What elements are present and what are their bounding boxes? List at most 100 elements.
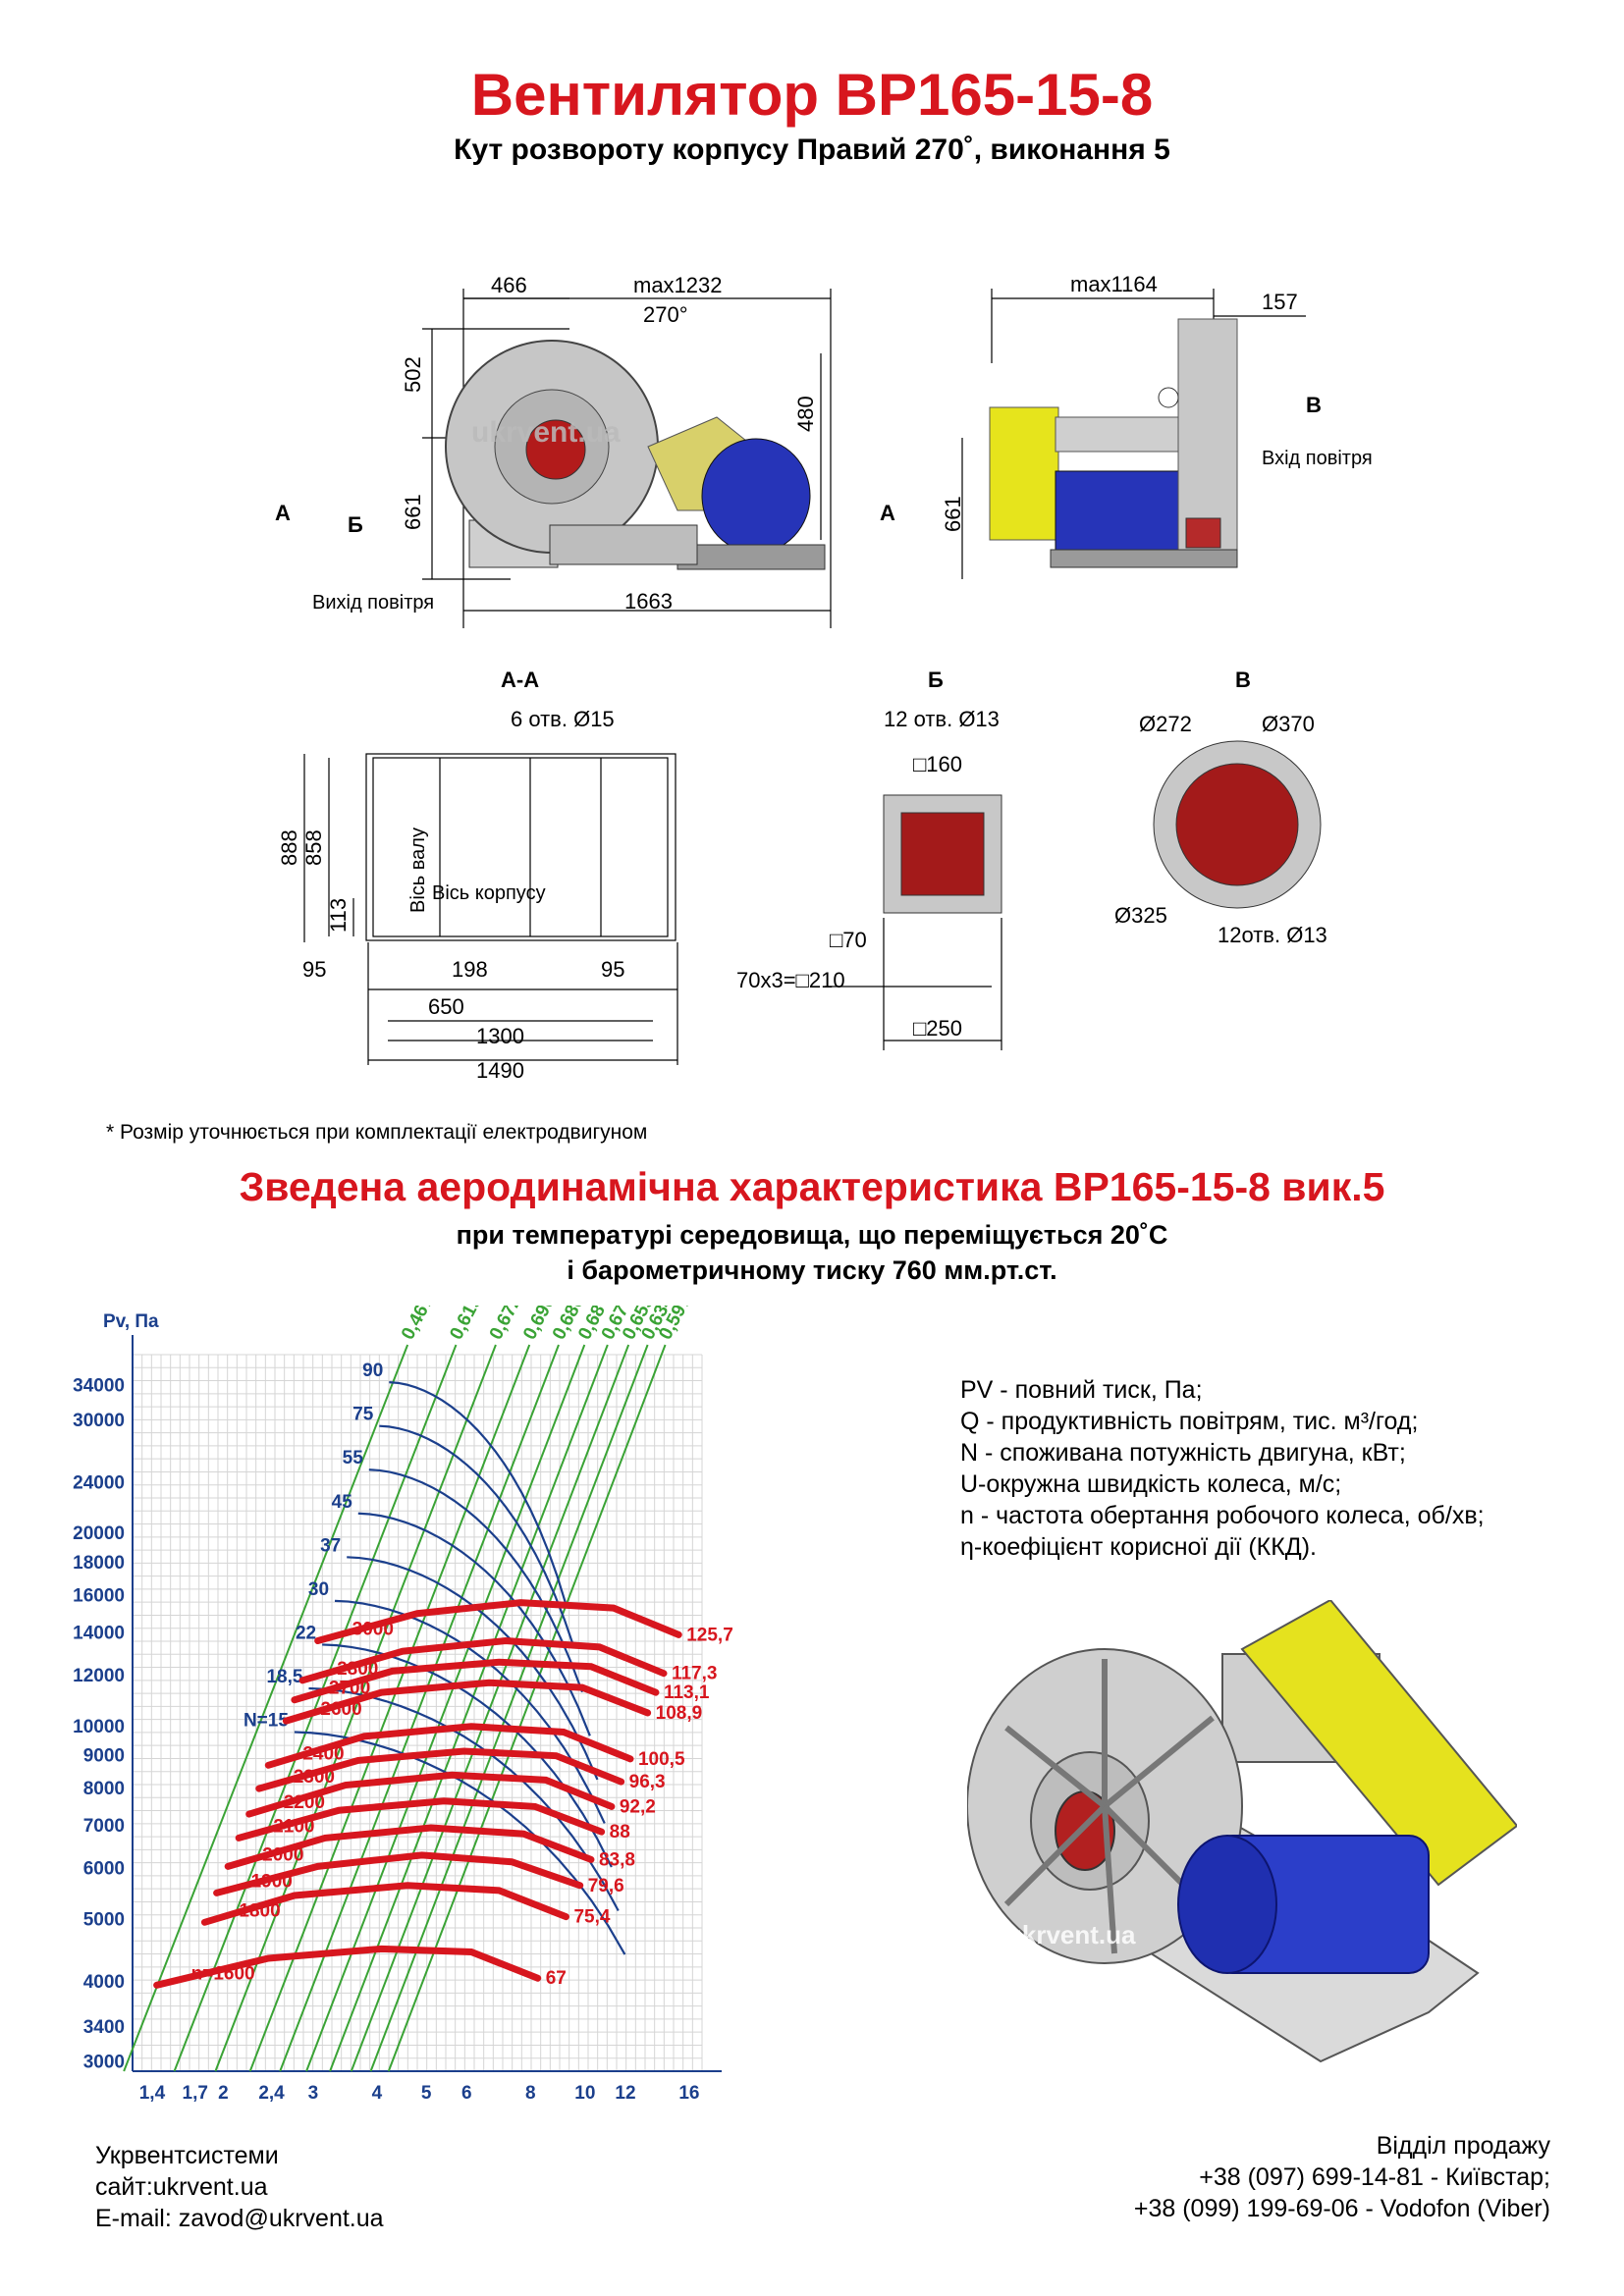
power-curve <box>357 1512 591 1736</box>
y-tick-label: 4000 <box>83 1972 125 1993</box>
speed-curve <box>245 1771 616 1818</box>
dim-95-right: 95 <box>601 957 624 982</box>
y-tick-label: 20000 <box>73 1523 125 1544</box>
dim-858: 858 <box>301 829 326 866</box>
x-tick-label: 12 <box>615 2083 635 2104</box>
speed-label-n: n=1600 <box>191 1963 255 1984</box>
speed-curve <box>282 1679 652 1725</box>
dim-466: 466 <box>491 273 527 297</box>
speed-label-u: 100,5 <box>638 1749 685 1770</box>
section-b: Б <box>348 512 363 537</box>
speed-label-n: 2600 <box>320 1699 361 1720</box>
efficiency-ray <box>369 1344 649 2072</box>
speed-curve <box>224 1824 595 1870</box>
legend-rpm: n - частота обертання робочого колеса, о… <box>960 1502 1485 1529</box>
x-axis-title: Q, 10³·м³/год <box>555 2119 669 2120</box>
section-b-holes: 12 отв. Ø13 <box>884 707 1000 731</box>
dim-198: 198 <box>452 957 488 982</box>
power-label: 18,5 <box>266 1667 302 1687</box>
page-title: Вентилятор ВР165-15-8 <box>470 62 1154 128</box>
efficiency-ray <box>387 1344 667 2072</box>
speed-curve <box>291 1658 660 1704</box>
speed-label-n: 2700 <box>329 1679 370 1699</box>
speed-label-n: 1800 <box>239 1900 280 1921</box>
x-tick-label: 8 <box>525 2083 536 2104</box>
shaft-axis: Вісь валу <box>407 828 429 913</box>
dim-d370: Ø370 <box>1262 712 1315 736</box>
legend-eta: η-коефіцієнт корисної дії (ККД). <box>960 1533 1317 1561</box>
power-label: 30 <box>308 1579 329 1600</box>
section-v-title: В <box>1235 667 1251 692</box>
dim-661: 661 <box>401 494 425 530</box>
sales-title: Відділ продажу <box>1376 2132 1550 2160</box>
speed-label-n: 1900 <box>251 1871 293 1892</box>
speed-curve <box>314 1599 682 1645</box>
speed-label-u: 125,7 <box>686 1625 733 1645</box>
speed-curve <box>264 1723 634 1769</box>
y-tick-label: 9000 <box>83 1746 125 1767</box>
speed-label-n: 2800 <box>337 1659 378 1680</box>
x-tick-label: 5 <box>421 2083 432 2104</box>
dim-d325: Ø325 <box>1114 903 1167 928</box>
chart-legend: PV - повний тиск, Па; Q - продуктивність… <box>960 1374 1485 1563</box>
dim-480: 480 <box>793 396 818 432</box>
y-tick-label: 10000 <box>73 1717 125 1737</box>
efficiency-ray <box>173 1344 458 2072</box>
company-site[interactable]: сайт:ukrvent.ua <box>95 2173 268 2201</box>
speed-label-u: 67 <box>546 1968 567 1989</box>
speed-curve <box>200 1882 569 1926</box>
x-tick-label: 6 <box>461 2083 472 2104</box>
y-tick-label: 24000 <box>73 1472 125 1493</box>
aero-condition-pressure: і барометричному тиску 760 мм.рт.ст. <box>567 1255 1057 1285</box>
company-email[interactable]: E-mail: zavod@ukrvent.ua <box>95 2205 384 2232</box>
x-tick-label: 2,4 <box>258 2083 285 2104</box>
dim-1490: 1490 <box>476 1058 524 1083</box>
efficiency-label: 0,619 <box>446 1306 486 1343</box>
dim-sq70: □70 <box>830 928 867 952</box>
power-curve <box>334 1599 606 1824</box>
dim-sq250: □250 <box>913 1016 962 1041</box>
speed-curve <box>213 1851 584 1896</box>
power-curve <box>368 1468 584 1693</box>
dim-angle: 270° <box>643 302 688 327</box>
dim-502: 502 <box>401 356 425 393</box>
speed-label-u: 83,8 <box>599 1849 635 1870</box>
y-tick-label: 3000 <box>83 2052 125 2072</box>
body-axis: Вісь корпусу <box>432 882 546 904</box>
speed-label-u: 108,9 <box>656 1703 703 1724</box>
y-tick-label: 7000 <box>83 1816 125 1837</box>
inlet-label: Вхід повітря <box>1262 448 1373 469</box>
speed-label-n: 2100 <box>273 1816 314 1837</box>
section-a-right: А <box>880 501 895 525</box>
company-contacts: Укрвентсистеми сайт:ukrvent.ua E-mail: z… <box>95 2140 384 2234</box>
section-b-title: Б <box>928 667 944 692</box>
section-a-left: А <box>275 501 291 525</box>
legend-u: U-окружна швидкість колеса, м/с; <box>960 1470 1342 1498</box>
sales-phone-1[interactable]: +38 (097) 699-14-81 - Київстар; <box>1199 2163 1550 2191</box>
y-tick-label: 34000 <box>73 1376 125 1397</box>
motor-note: * Розмір уточнюється при комплектації ел… <box>106 1121 648 1144</box>
legend-q: Q - продуктивність повітрям, тис. м³/год… <box>960 1408 1419 1435</box>
power-label: 90 <box>362 1361 383 1381</box>
x-tick-label: 3 <box>308 2083 319 2104</box>
dim-1663: 1663 <box>624 589 673 614</box>
speed-label-n: 2300 <box>294 1767 335 1788</box>
power-label: 37 <box>320 1535 341 1556</box>
section-v-holes: 12отв. Ø13 <box>1218 923 1327 947</box>
power-label: N=15 <box>244 1711 289 1732</box>
speed-label-u: 117,3 <box>672 1664 718 1684</box>
y-tick-label: 5000 <box>83 1909 125 1930</box>
dim-pitch: 70х3=□210 <box>736 968 845 992</box>
speed-label-u: 96,3 <box>629 1772 666 1792</box>
speed-curve <box>153 1945 542 1989</box>
speed-curve <box>255 1747 625 1792</box>
sales-contacts: Відділ продажу +38 (097) 699-14-81 - Киї… <box>1134 2130 1550 2224</box>
dim-1300: 1300 <box>476 1024 524 1048</box>
aero-condition-temperature: при температурі середовища, що переміщує… <box>456 1220 1168 1250</box>
speed-label-u: 79,6 <box>588 1876 624 1896</box>
sales-phone-2[interactable]: +38 (099) 199-69-06 - Vodofon (Viber) <box>1133 2195 1550 2222</box>
power-curve <box>379 1424 575 1649</box>
efficiency-label: 0,467 <box>398 1306 438 1343</box>
outlet-label: Вихід повітря <box>312 592 434 614</box>
